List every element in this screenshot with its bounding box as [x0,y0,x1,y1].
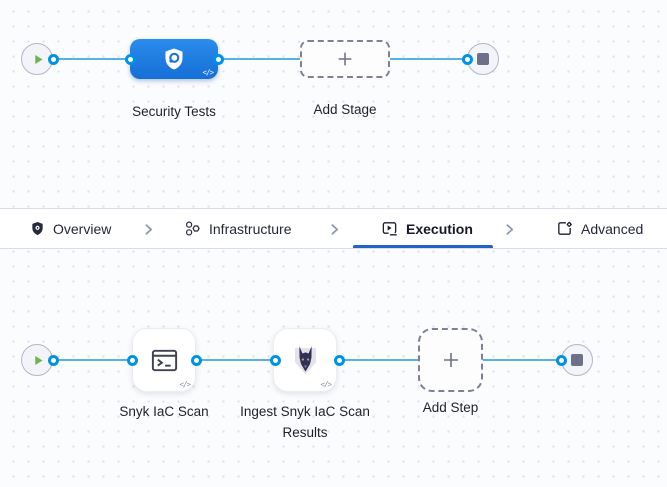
chevron-right-icon [328,223,341,241]
add-stage-label: Add Stage [313,102,377,117]
play-icon [32,53,45,66]
advanced-gear-icon [556,220,573,237]
tab-label: Overview [53,220,112,237]
connection-point [212,53,224,65]
tab-label: Infrastructure [209,220,292,237]
stop-icon [477,53,489,65]
plus-icon [439,348,463,372]
chevron-right-icon [503,223,516,241]
tab-overview[interactable]: Overview [30,209,111,248]
active-tab-underline [353,245,493,248]
connection-point [555,354,567,366]
tab-execution[interactable]: Execution [381,209,473,248]
stop-icon [571,354,583,366]
yaml-code-badge: </> [320,380,332,389]
step-label: Ingest Snyk IaC Scan Results [240,404,370,440]
step-edge [339,358,418,362]
step-edge [483,358,561,362]
step-node-ingest-snyk-results[interactable]: </> [273,328,337,392]
yaml-code-badge: </> [202,68,214,77]
tab-label: Advanced [581,220,644,237]
tab-infrastructure[interactable]: Infrastructure [184,209,291,248]
play-icon [32,354,45,367]
step-label: Snyk IaC Scan [119,404,209,419]
stage-config-tabbar: Overview Infrastructure [0,208,667,249]
connection-point [461,53,473,65]
connection-point [124,53,136,65]
connection-point [269,354,281,366]
security-shield-icon [162,47,186,71]
add-step-label: Add Step [422,400,479,415]
connection-point [47,53,59,65]
plus-icon [334,48,356,70]
terminal-icon [149,345,180,376]
shield-icon [30,221,45,236]
infrastructure-nodes-icon [184,220,201,237]
tab-advanced[interactable]: Advanced [556,209,643,248]
add-stage-button[interactable] [300,40,390,78]
connection-point [333,354,345,366]
step-node-snyk-iac-scan[interactable]: </> [132,328,196,392]
stage-edge [390,57,467,61]
stage-label: Security Tests [132,104,216,119]
snyk-dog-icon [288,343,323,378]
step-edge [53,358,132,362]
stage-node-security-tests[interactable]: </> [130,39,218,79]
connection-point [126,354,138,366]
step-edge [196,358,275,362]
yaml-code-badge: </> [179,380,191,389]
add-step-button[interactable] [418,328,483,392]
connection-point [190,354,202,366]
connection-point [47,354,59,366]
tab-label: Execution [406,220,473,237]
stage-edge [53,57,130,61]
stage-edge [218,57,300,61]
execution-play-icon [381,220,398,237]
chevron-right-icon [142,223,155,241]
